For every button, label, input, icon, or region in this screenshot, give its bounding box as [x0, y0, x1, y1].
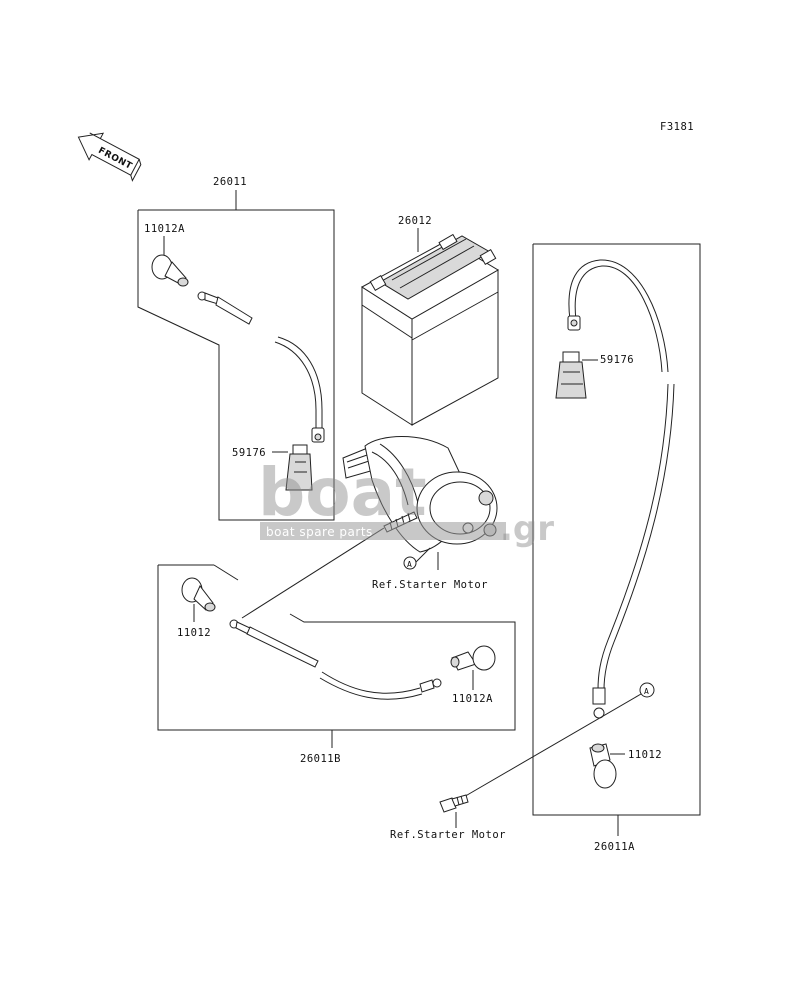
- label-26012: 26012: [398, 215, 432, 227]
- cable-set-26011-group: 26011 11012A 59176: [137, 176, 335, 521]
- boot-59176-left-part: [285, 444, 313, 491]
- watermark-brand: boat: [258, 454, 427, 531]
- watermark-tagline: boat spare parts: [266, 525, 373, 539]
- label-11012-left: 11012: [177, 627, 211, 639]
- ref-starter-motor-top: Ref.Starter Motor: [372, 579, 488, 591]
- cable-26011-lead: [274, 336, 325, 443]
- label-26011b: 26011B: [300, 753, 341, 765]
- ref-a-label-top: A: [407, 560, 412, 569]
- watermark-logo: boat boat spare parts .gr: [258, 454, 554, 549]
- cable-26011b-end-terminal: [419, 678, 442, 693]
- watermark-suffix: .gr: [500, 509, 554, 549]
- cap-11012-left-part: [181, 577, 216, 612]
- label-11012a-top: 11012A: [144, 223, 185, 235]
- cable-26011a-lead: [567, 259, 675, 719]
- starter-bolt-part: [439, 794, 469, 813]
- label-59176-right: 59176: [600, 354, 634, 366]
- cap-11012-right-part: [589, 743, 617, 789]
- cable-26011b-terminal: [229, 619, 319, 668]
- label-26011: 26011: [213, 176, 247, 188]
- cable-set-26011b-group: 26011B 11012 11012A: [157, 527, 516, 765]
- ref-a-circle-top: [403, 556, 417, 570]
- boot-59176-right-part: [555, 351, 587, 399]
- label-26011a: 26011A: [594, 841, 635, 853]
- cap-11012a-bottom-part: [450, 645, 496, 671]
- battery-26012: 26012: [361, 215, 499, 426]
- ref-a-label-right: A: [644, 687, 649, 696]
- ref-a-circle-right: [639, 682, 655, 698]
- figure-code: F3181: [660, 121, 694, 133]
- label-59176-left: 59176: [232, 447, 266, 459]
- ref-starter-motor-bottom: Ref.Starter Motor: [390, 829, 506, 841]
- cap-11012a-part: [151, 254, 189, 287]
- cable-set-26011a-group: 26011A 59176 11012: [390, 243, 701, 853]
- label-11012a-bottom: 11012A: [452, 693, 493, 705]
- cable-26011-terminal: [197, 291, 253, 325]
- label-11012-right: 11012: [628, 749, 662, 761]
- front-arrow-icon: FRONT: [77, 132, 142, 182]
